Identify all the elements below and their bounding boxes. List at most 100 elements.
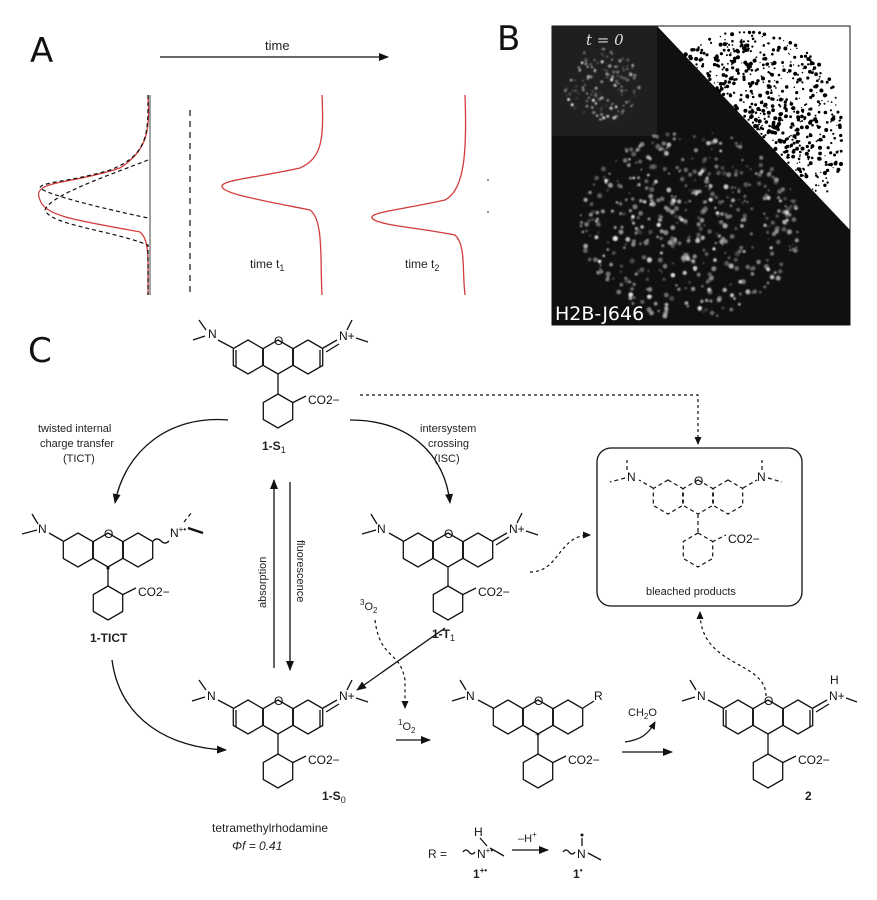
localization-dot (767, 71, 770, 74)
speckle (620, 271, 622, 273)
speckle (700, 169, 704, 173)
speckle (618, 59, 621, 62)
localization-dot (744, 43, 748, 48)
speckle (776, 239, 781, 245)
speckle (657, 217, 663, 222)
t2-label: time t2 (405, 257, 439, 273)
localization-dot (782, 68, 786, 72)
speckle (684, 287, 687, 289)
speckle (759, 291, 762, 294)
localization-dot (778, 95, 780, 97)
localization-dot (806, 155, 810, 159)
speckle (749, 168, 752, 171)
localization-dot (767, 42, 770, 45)
speckle (585, 99, 589, 103)
localization-dot (818, 151, 822, 156)
speckle (661, 141, 666, 146)
localization-dot (799, 121, 802, 123)
speckle (626, 65, 629, 67)
speckle (688, 172, 693, 177)
speckle (600, 60, 604, 64)
speckle (628, 209, 633, 213)
speckle (654, 179, 658, 184)
localization-dot (735, 78, 738, 81)
speckle (668, 172, 670, 175)
speckle (641, 255, 647, 260)
localization-dot (796, 162, 798, 164)
speckle (708, 156, 711, 159)
localization-dot (825, 121, 829, 124)
speckle (718, 200, 723, 205)
speckle (686, 238, 691, 243)
localization-dot (797, 157, 801, 161)
speckle (583, 248, 588, 254)
localization-dot (718, 42, 723, 47)
speckle (591, 106, 594, 109)
speckle (707, 229, 712, 234)
localization-dot (831, 113, 834, 116)
localization-dot (744, 70, 747, 73)
localization-dot (747, 40, 750, 43)
speckle (790, 199, 793, 202)
localization-dot (822, 90, 824, 92)
localization-dot (807, 164, 810, 167)
int-carboxylate: CO2− (568, 753, 600, 767)
localization-dot (838, 123, 842, 128)
speckle (751, 265, 756, 271)
localization-dot (817, 125, 821, 129)
speckle (607, 64, 612, 68)
speckle (705, 185, 707, 188)
speckle (604, 178, 608, 183)
speckle (719, 239, 725, 245)
speckle (784, 205, 787, 208)
speckle (674, 214, 677, 218)
speckle (733, 257, 738, 262)
t1-state-label: 1-T1 (432, 627, 455, 643)
localization-dot (742, 40, 746, 43)
speckle (717, 214, 720, 218)
profile-t2-curve (371, 94, 467, 296)
speckle (638, 230, 643, 235)
speckle (647, 294, 652, 300)
speckle (766, 230, 769, 234)
speckle (582, 80, 584, 82)
localization-dot (752, 30, 756, 34)
localization-dot (819, 126, 822, 128)
localization-dot (758, 123, 760, 126)
localization-dot (802, 111, 804, 114)
localization-dot (781, 119, 784, 122)
localization-dot (697, 46, 700, 49)
speckle (789, 249, 792, 252)
localization-dot (747, 82, 751, 86)
speckle (681, 157, 685, 162)
speckle (757, 172, 762, 177)
localization-dot (743, 60, 748, 65)
speckle (645, 277, 649, 282)
speckle (748, 183, 751, 186)
speckle (611, 75, 615, 79)
speckle (610, 78, 614, 82)
speckle (771, 175, 775, 179)
speckle (731, 165, 734, 168)
localization-dot (738, 31, 741, 34)
speckle (602, 47, 606, 51)
localization-dot (724, 74, 728, 78)
speckle (745, 264, 750, 269)
localization-dot (786, 71, 789, 74)
speckle (672, 132, 677, 136)
localization-dot (733, 104, 738, 108)
speckle (606, 98, 610, 102)
speckle (606, 56, 609, 58)
localization-dot (793, 55, 797, 59)
localization-dot (778, 37, 782, 40)
speckle (574, 89, 577, 92)
localization-dot (709, 41, 713, 45)
speckle (774, 229, 779, 234)
localization-dot (790, 134, 792, 137)
speckle (691, 259, 695, 263)
bleached-carboxylate: CO2− (728, 532, 760, 546)
localization-dot (770, 97, 774, 101)
speckle (697, 306, 703, 311)
localization-dot (780, 112, 784, 116)
localization-dot (751, 110, 755, 114)
